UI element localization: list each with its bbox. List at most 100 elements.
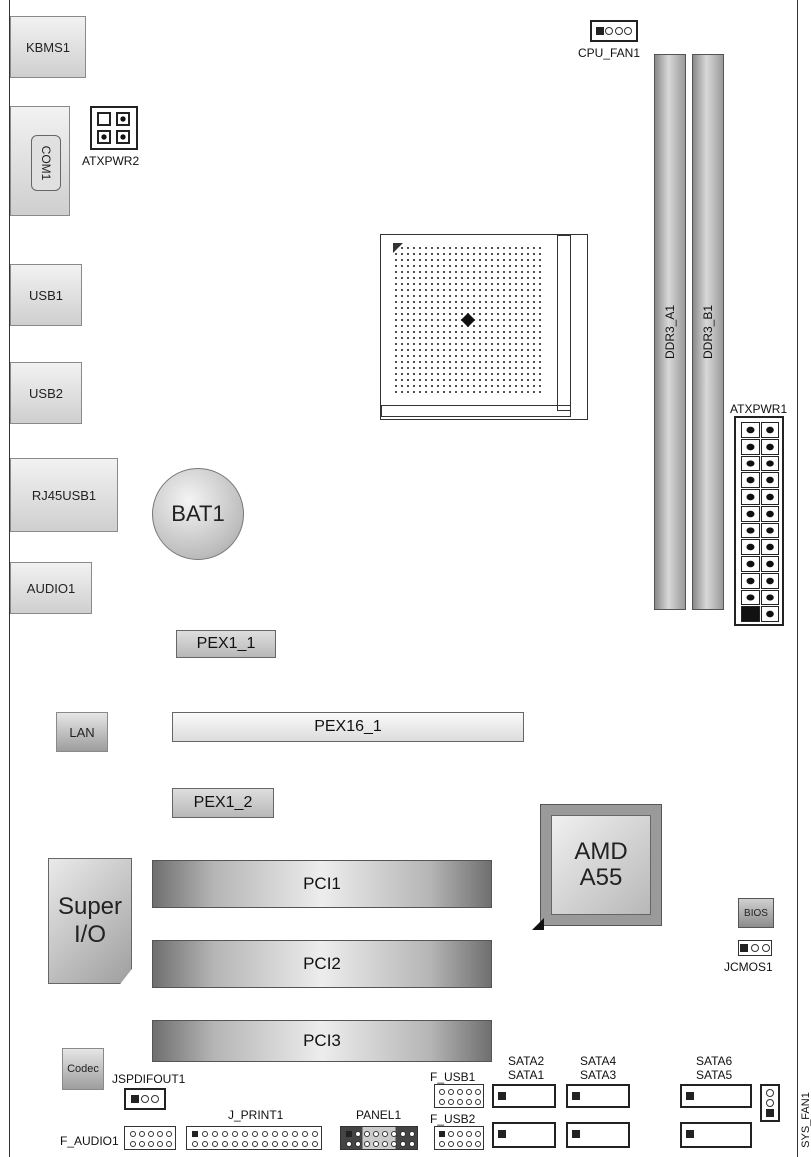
pci3-slot: PCI3 [152, 1020, 492, 1062]
header-pin-dot [212, 1131, 218, 1137]
header-pin [300, 1139, 310, 1149]
header-pin-dot [448, 1089, 455, 1095]
chipset-chip: AMD A55 [540, 804, 662, 926]
header-pin-dot [354, 1141, 361, 1147]
pex1-1-slot: PEX1_1 [176, 630, 276, 658]
header-pin-dot [302, 1131, 308, 1137]
lan-label: LAN [69, 724, 95, 740]
jcmos-pin [761, 944, 770, 952]
atxpwr1-pin [741, 606, 760, 622]
sys-fan-pin [766, 1109, 774, 1117]
atxpwr1-pin-grid [741, 422, 779, 622]
pex1-1-label: PEX1_1 [196, 635, 256, 652]
atxpwr2-pin [97, 130, 111, 144]
atxpwr1-pin [760, 589, 779, 606]
sata-key [686, 1092, 694, 1100]
sata-key [572, 1092, 580, 1100]
header-pin-dot [202, 1141, 208, 1147]
sys-fan-pin [766, 1089, 774, 1097]
super-io-label-line1: Super [57, 893, 123, 920]
header-pin [456, 1139, 465, 1149]
header-pin-dot [439, 1131, 446, 1137]
jcmos-pin [750, 944, 759, 952]
chipset-pin1-marker [532, 918, 544, 930]
atxpwr1-pin [741, 539, 760, 555]
sata6-label: SATA6 [696, 1054, 733, 1068]
header-pin [260, 1129, 270, 1139]
board-right-edge [797, 0, 798, 1157]
header-pin-dot [272, 1141, 278, 1147]
f-usb1-header [434, 1084, 484, 1108]
cpu-fan-pin [605, 27, 614, 35]
f-usb1-label: F_USB1 [430, 1070, 476, 1084]
header-pin-dot [242, 1131, 248, 1137]
header-pin-dot [312, 1141, 318, 1147]
header-pin-dot [448, 1131, 455, 1137]
atxpwr1-pin [760, 489, 779, 505]
chipset-label-line2: A55 [579, 864, 623, 891]
header-pin-dot [399, 1141, 406, 1147]
header-pin-dot [129, 1131, 136, 1137]
usb2-port: USB2 [10, 362, 82, 424]
header-pin-dot [147, 1131, 154, 1137]
atxpwr1-pin [741, 572, 760, 589]
header-pin [250, 1129, 260, 1139]
sys-fan-connector [760, 1084, 780, 1122]
header-pin [438, 1097, 447, 1107]
header-pin-dot [439, 1099, 446, 1105]
dimm-a1-label: DDR3_A1 [663, 304, 677, 360]
sata-key [498, 1130, 506, 1138]
header-pin [310, 1129, 320, 1139]
cpu-socket [380, 234, 588, 420]
header-pin [353, 1139, 362, 1149]
header-pin-dot [292, 1141, 298, 1147]
header-pin-dot [408, 1131, 415, 1137]
header-pin [280, 1139, 290, 1149]
usb2-label: USB2 [29, 385, 63, 401]
header-pin-dot [390, 1131, 397, 1137]
usb1-port: USB1 [10, 264, 82, 326]
header-pin [456, 1129, 465, 1139]
header-pin-dot [465, 1089, 472, 1095]
header-pin-dot [363, 1141, 370, 1147]
header-pin [210, 1139, 220, 1149]
atxpwr1-pin [741, 505, 760, 522]
header-pin-dot [399, 1131, 406, 1137]
atxpwr1-pin [741, 455, 760, 472]
atxpwr1-pin [760, 556, 779, 572]
sata-key [572, 1130, 580, 1138]
header-pin [438, 1087, 447, 1097]
atxpwr1-pin [741, 589, 760, 606]
header-pin [156, 1129, 165, 1139]
sata-key [686, 1130, 694, 1138]
atxpwr2-pin [97, 112, 111, 126]
header-pin [473, 1087, 482, 1097]
sata3-connector [566, 1084, 630, 1108]
jcmos-header [738, 940, 772, 956]
header-pin-dot [312, 1131, 318, 1137]
battery-label: BAT1 [171, 501, 225, 526]
cpu-fan-pin [624, 27, 633, 35]
atxpwr1-pin [760, 522, 779, 539]
header-pin-dot [390, 1141, 397, 1147]
atxpwr1-label: ATXPWR1 [730, 402, 788, 416]
board-left-edge [9, 0, 10, 1157]
header-pin-dot [381, 1131, 388, 1137]
audio-label: AUDIO1 [26, 580, 76, 596]
atxpwr1-pin [760, 572, 779, 589]
header-pin [280, 1129, 290, 1139]
header-pin [190, 1139, 200, 1149]
cpu-pin1-marker [393, 243, 403, 253]
sata5-label: SATA5 [696, 1068, 733, 1082]
atxpwr1-pin [760, 438, 779, 455]
header-pin-dot [262, 1141, 268, 1147]
header-pin-dot [166, 1141, 173, 1147]
panel-header [340, 1126, 418, 1150]
com-label: COM1 [39, 145, 53, 181]
com-port: COM1 [10, 106, 70, 216]
codec-chip: Codec [62, 1048, 104, 1090]
header-pin [250, 1139, 260, 1149]
pci1-slot: PCI1 [152, 860, 492, 908]
jspdif-pin [141, 1095, 149, 1103]
kbms-port: KBMS1 [10, 16, 86, 78]
